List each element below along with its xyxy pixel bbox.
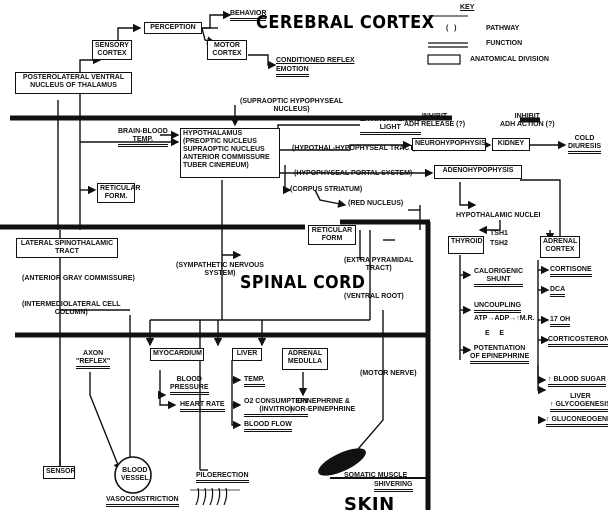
atp-adp-label: ATP→ADP→↑M.R. [474, 315, 535, 322]
spinothalamic-box: LATERAL SPINOTHALAMIC TRACT [16, 238, 118, 258]
liver-glycogenesis-function: LIVER ↑ GLYCOGENESIS [550, 393, 608, 412]
tsh1-label: TSH1 [490, 230, 508, 237]
sympathetic-label: (SYMPATHETIC NERVOUS SYSTEM) [176, 262, 264, 277]
cold-diuresis-function: COLD DIURESIS [568, 135, 602, 154]
corticosterone-function: CORTICOSTERONE [548, 336, 608, 347]
cerebral-cortex-label: CEREBRAL CORTEX [256, 12, 435, 33]
tsh2-label: TSH2 [490, 240, 508, 247]
emotion-function: EMOTION [276, 66, 309, 77]
axon-reflex-function: AXON "REFLEX" [76, 350, 111, 369]
blood-sugar-function: ↑ BLOOD SUGAR [548, 376, 606, 387]
motor-cortex-box: MOTOR CORTEX [207, 40, 247, 60]
key-pathway: PATHWAY [486, 25, 520, 32]
blood-pressure-function: BLOOD PRESSURE [170, 376, 209, 395]
cortisone-function: CORTISONE [550, 266, 592, 277]
behavior-function: BEHAVIOR [230, 10, 267, 21]
calorigenic-shunt-function: CALORIGENIC SHUNT [474, 268, 523, 287]
key-function: FUNCTION [486, 40, 523, 47]
thalamus-box: POSTEROLATERAL VENTRAL NUCLEUS OF THALAM… [15, 72, 132, 94]
blood-vessel-label: BLOOD VESSEL [121, 467, 149, 482]
blood-flow-function: BLOOD FLOW [244, 421, 292, 432]
blood-vessel-circle [114, 456, 152, 494]
key-anatomical: ANATOMICAL DIVISION [470, 56, 549, 63]
thyroid-box: THYROID [448, 236, 484, 254]
reticular-form-box-1: RETICULAR FORM. [97, 183, 140, 203]
supraoptic-nucleus-label: (SUPRAOPTIC HYPOPHYSEAL NUCLEUS) [240, 98, 344, 113]
hypothal-tract-label: (HYPOTHAL-HYPOPHYSEAL TRACT) [292, 145, 416, 152]
portal-system-label: (HYPOPHYSEAL PORTAL SYSTEM) [294, 170, 413, 177]
inhibit-adh-release: INHIBIT ADH RELEASE (?) [404, 113, 466, 128]
hypothalamic-nuclei-label: HYPOTHALAMIC NUCLEI [456, 212, 541, 219]
key-pathway-symbol: ( ) [446, 25, 457, 32]
ventral-root-label: (VENTRAL ROOT) [344, 293, 404, 300]
hair-follicles [190, 487, 240, 506]
somatic-muscle-label: SOMATIC MUSCLE [344, 472, 408, 479]
vasoconstriction-function: VASOCONSTRICTION [106, 496, 179, 507]
hypothalamus-box: HYPOTHALAMUS (PREOPTIC NUCLEUS SUPRAOPTI… [180, 128, 280, 178]
adrenal-medulla-box: ADRENAL MEDULLA [282, 348, 328, 370]
sensory-cortex-box: SENSORY CORTEX [92, 40, 132, 60]
17-oh-function: 17 OH [550, 316, 571, 327]
extra-pyramidal-label: (EXTRA PYRAMIDAL TRACT) [344, 257, 414, 272]
key-title: KEY [460, 4, 475, 11]
motor-nerve-label: (MOTOR NERVE) [360, 370, 417, 377]
uncoupling-function: UNCOUPLING [474, 302, 522, 313]
somatic-muscle-shape [318, 448, 366, 476]
neurohypophysis-box: NEUROHYPOPHYSIS [412, 138, 486, 151]
epinephrine-label: EPINEPHRINE & NOR-EPINEPHRINE [290, 398, 356, 413]
anterior-gray-label: (ANTERIOR GRAY COMMISSURE) [22, 275, 135, 282]
skin-label: SKIN [344, 494, 395, 515]
inhibit-adh-action: INHIBIT ADH ACTION (?) [500, 113, 555, 128]
shivering-function: SHIVERING [374, 481, 413, 492]
adenohypophysis-box: ADENOHYPOPHYSIS [434, 165, 522, 179]
o2-consumption-function: O2 CONSUMPTION (INVITRO) [244, 398, 308, 417]
myocardium-box: MYOCARDIUM [150, 348, 204, 361]
brain-blood-temp-function: BRAIN-BLOOD TEMP. [118, 128, 168, 147]
liver-box: LIVER [232, 348, 262, 361]
perception-box: PERCEPTION [144, 22, 202, 34]
spinal-cord-label: SPINAL CORD [240, 272, 366, 293]
temp-function: TEMP. [244, 376, 265, 387]
reticular-form-box-2: RETICULAR FORM [308, 225, 356, 245]
corpus-striatum-label: (CORPUS STRIATUM) [290, 186, 363, 193]
red-nucleus-label: (RED NUCLEUS) [348, 200, 404, 207]
adrenal-cortex-box: ADRENAL CORTEX [540, 236, 580, 258]
kidney-box: KIDNEY [492, 138, 530, 151]
intermediolateral-label: (INTERMEDIOLATERAL CELL COLUMN) [22, 301, 121, 316]
conditioned-reflex-function: CONDITIONED REFLEX [276, 57, 355, 64]
environmental-light-function: ENVIRONMENTAL LIGHT [360, 116, 421, 135]
potentiation-function: POTENTIATION OF EPINEPHRINE [470, 345, 530, 364]
piloerection-function: PILOERECTION [196, 472, 249, 483]
sensor-box: SENSOR [43, 466, 76, 479]
e-e-label: E E [485, 330, 505, 337]
dca-function: DCA [550, 286, 566, 297]
heart-rate-function: HEART RATE [180, 401, 225, 412]
gluconeogenesis-function: ↑ GLUCONEOGENESIS [546, 416, 608, 427]
